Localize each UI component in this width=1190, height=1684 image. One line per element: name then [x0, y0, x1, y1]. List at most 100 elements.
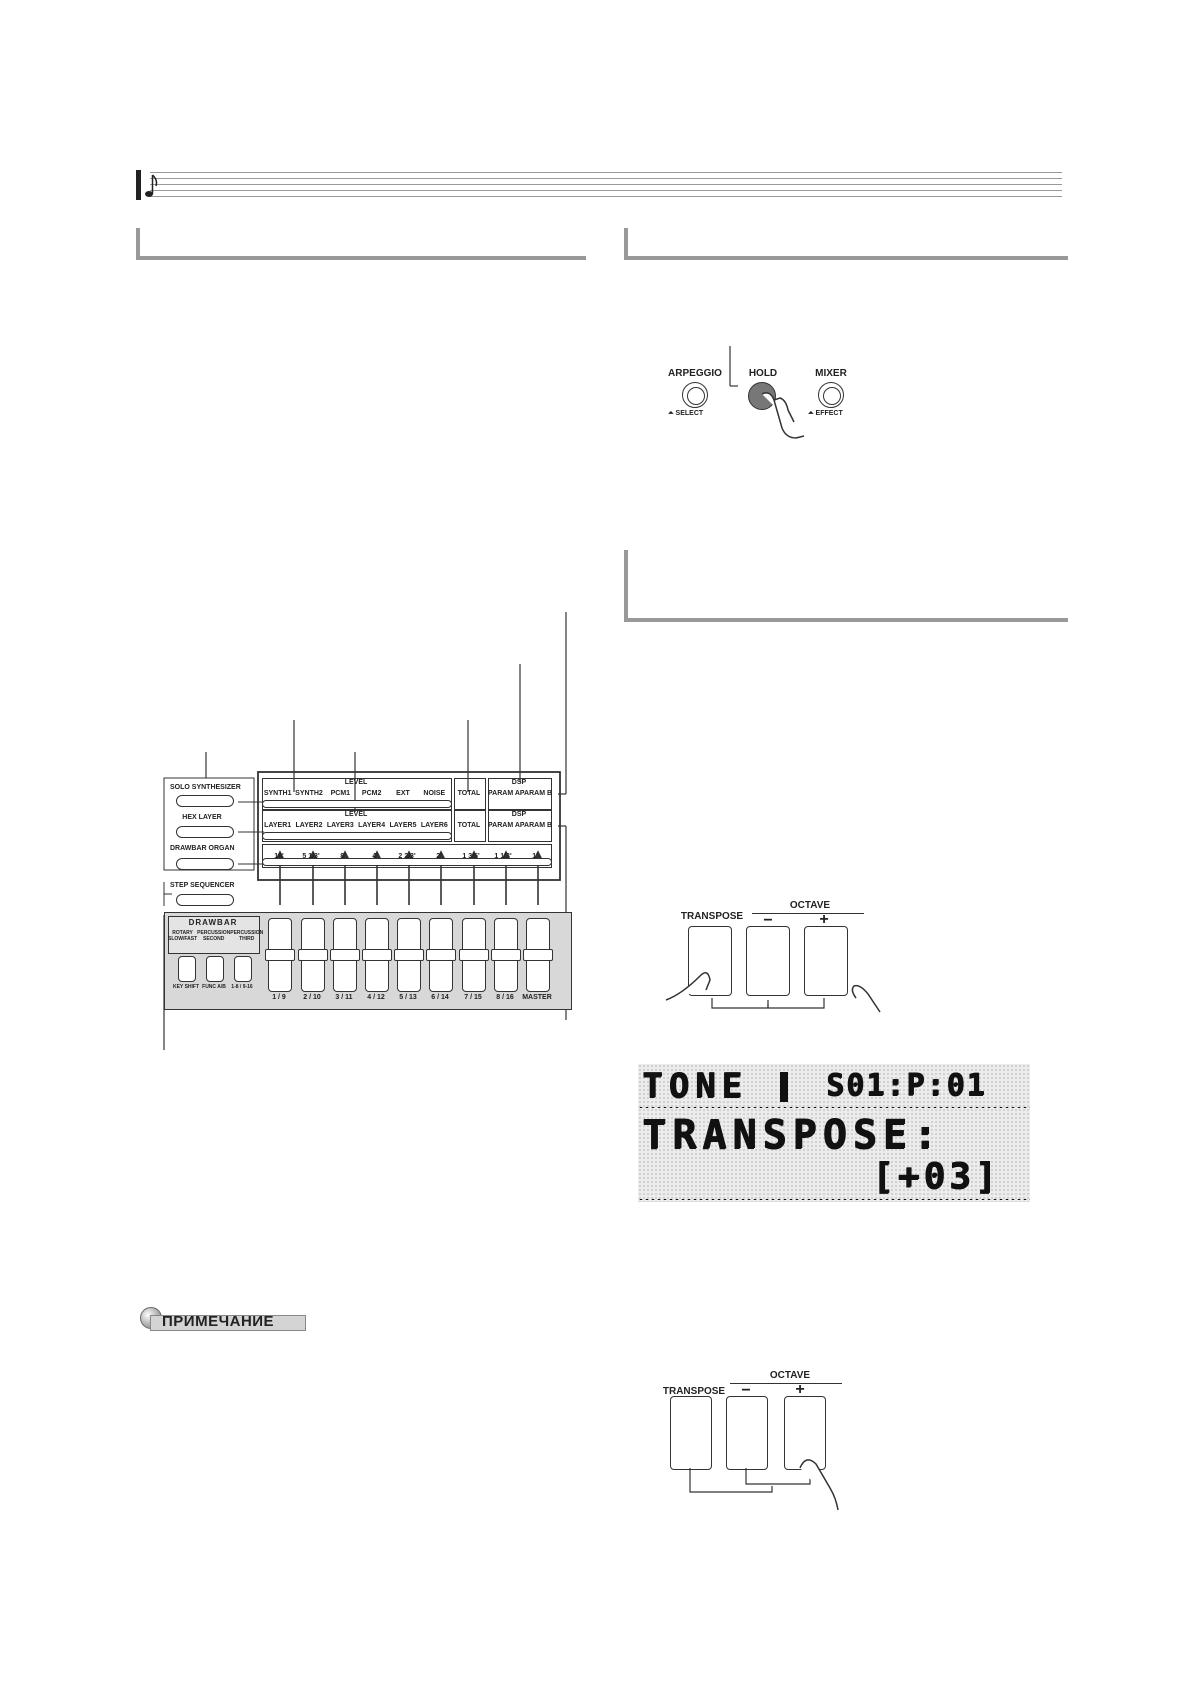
step-sequencer-label: STEP SEQUENCER [170, 882, 235, 889]
row2-level-button[interactable] [262, 832, 452, 840]
row2-total-box [454, 810, 486, 842]
octave-minus-button-2[interactable] [726, 1396, 768, 1470]
octave-plus-button-2[interactable] [784, 1396, 826, 1470]
slider-label: 3 / 11 [335, 994, 353, 1001]
note-badge-bg [150, 1315, 306, 1331]
key-shift-label: KEY SHIFT [172, 984, 200, 990]
row1-total-label: TOTAL [457, 790, 481, 797]
row2-cell: LAYER3 [326, 822, 354, 829]
lcd-divider [638, 1106, 1030, 1109]
row1-dsp-cells: PARAM A PARAM B [488, 790, 553, 797]
drawbar-options: ROTARY SLOW/FAST PERCUSSION SECOND PERCU… [168, 930, 263, 942]
row1-total-box [454, 778, 486, 810]
slider-1[interactable] [265, 918, 295, 992]
section-heading-left [136, 228, 586, 260]
row2-level-title: LEVEL [344, 811, 368, 818]
row2-cell: LAYER5 [389, 822, 417, 829]
func-ab-label: FUNC A/B [202, 984, 226, 990]
shift-icon: ⏶ [668, 410, 676, 417]
row1-cell: SYNTH1 [263, 790, 292, 797]
row2-cell: LAYER2 [295, 822, 323, 829]
row1-cell: PCM1 [330, 790, 351, 797]
transpose-combo-bracket-2 [689, 1459, 839, 1511]
octave-label-2: OCTAVE [769, 1370, 811, 1381]
slider-2[interactable] [298, 918, 328, 992]
finger-press-icon [761, 392, 805, 439]
row3-cell: 2' [436, 852, 442, 860]
row1-dsp-cell: PARAM B [519, 790, 553, 797]
slider-3[interactable] [330, 918, 360, 992]
slider-label: 1 / 9 [272, 994, 286, 1001]
transpose-button-2[interactable] [670, 1396, 712, 1470]
shift-icon: ⏶ [808, 410, 816, 417]
func-ab-button[interactable] [206, 956, 224, 982]
lcd-line1: TONE [642, 1066, 748, 1106]
arpeggio-button[interactable] [682, 382, 708, 408]
transpose-label-2: TRANSPOSE [662, 1386, 726, 1397]
row2-cell: LAYER1 [264, 822, 292, 829]
slider-8[interactable] [491, 918, 521, 992]
slider-6[interactable] [426, 918, 456, 992]
solo-synthesizer-button[interactable] [176, 795, 234, 807]
slider-7[interactable] [459, 918, 489, 992]
octave-minus-label-2: − [741, 1382, 751, 1399]
row1-level-button[interactable] [262, 800, 452, 808]
slider-label: MASTER [522, 994, 552, 1001]
slider-label: 6 / 14 [431, 994, 449, 1001]
staff-header [136, 170, 1062, 200]
transpose-combo-bracket-1 [665, 972, 881, 1013]
row2-level-group [262, 810, 452, 842]
octave-minus-button-1[interactable] [746, 926, 790, 996]
row3-button[interactable] [262, 858, 552, 866]
bank-select-label: 1-8 / 9-16 [231, 984, 253, 990]
row2-cells: LAYER1 LAYER2 LAYER3 LAYER4 LAYER5 LAYER… [262, 822, 450, 829]
transpose-label-1: TRANSPOSE [680, 911, 744, 922]
slider-4[interactable] [362, 918, 392, 992]
row2-dsp-cell: PARAM B [519, 822, 553, 829]
octave-plus-label-2: + [795, 1381, 805, 1398]
row3-cell: 2 2/3' [398, 852, 416, 860]
note-badge: ПРИМЕЧАНИЕ [140, 1307, 306, 1331]
octave-minus-label-1: − [763, 912, 773, 929]
staff-bar [136, 170, 141, 200]
mixer-button[interactable] [818, 382, 844, 408]
slider-label: 7 / 15 [464, 994, 482, 1001]
drawbar-option: ROTARY SLOW/FAST [168, 930, 198, 942]
lcd-line2: TRANSPOSE: [642, 1112, 943, 1158]
drawbar-option: PERCUSSION SECOND [197, 930, 231, 942]
hold-callout [729, 346, 738, 387]
slider-bank [265, 918, 568, 1008]
row1-cells: SYNTH1 SYNTH2 PCM1 PCM2 EXT NOISE [262, 790, 450, 797]
row2-dsp-box [488, 810, 552, 842]
octave-plus-label-1: + [819, 911, 829, 928]
drawbar-organ-button[interactable] [176, 858, 234, 870]
hex-layer-label: HEX LAYER [182, 814, 222, 821]
row2-cell: LAYER4 [358, 822, 386, 829]
lcd-cursor [780, 1072, 788, 1102]
hold-label: HOLD [748, 368, 778, 379]
key-shift-button[interactable] [178, 956, 196, 982]
row3-cell: 8' [340, 852, 346, 860]
hex-layer-button[interactable] [176, 826, 234, 838]
slider-label: 8 / 16 [496, 994, 514, 1001]
step-sequencer-button[interactable] [176, 894, 234, 906]
row1-dsp-title: DSP [511, 779, 527, 786]
row1-level-group [262, 778, 452, 810]
octave-plus-button-1[interactable] [804, 926, 848, 996]
slider-master[interactable] [523, 918, 553, 992]
music-note-icon [145, 174, 158, 197]
row3-cell: 4' [372, 852, 378, 860]
mixer-sub-row: ⏶ EFFECT [808, 410, 843, 418]
row1-cell: NOISE [423, 790, 446, 797]
bank-select-button[interactable] [234, 956, 252, 982]
row2-total-label: TOTAL [457, 822, 481, 829]
row2-dsp-cells: PARAM A PARAM B [488, 822, 553, 829]
row1-cell: PCM2 [361, 790, 382, 797]
row2-dsp-title: DSP [511, 811, 527, 818]
slider-label: 2 / 10 [303, 994, 321, 1001]
slider-5[interactable] [394, 918, 424, 992]
lcd-bottom-divider [638, 1198, 1030, 1201]
mixer-label: MIXER [815, 368, 847, 379]
row2-cell: LAYER6 [420, 822, 448, 829]
drawbar-organ-label: DRAWBAR ORGAN [170, 845, 235, 852]
